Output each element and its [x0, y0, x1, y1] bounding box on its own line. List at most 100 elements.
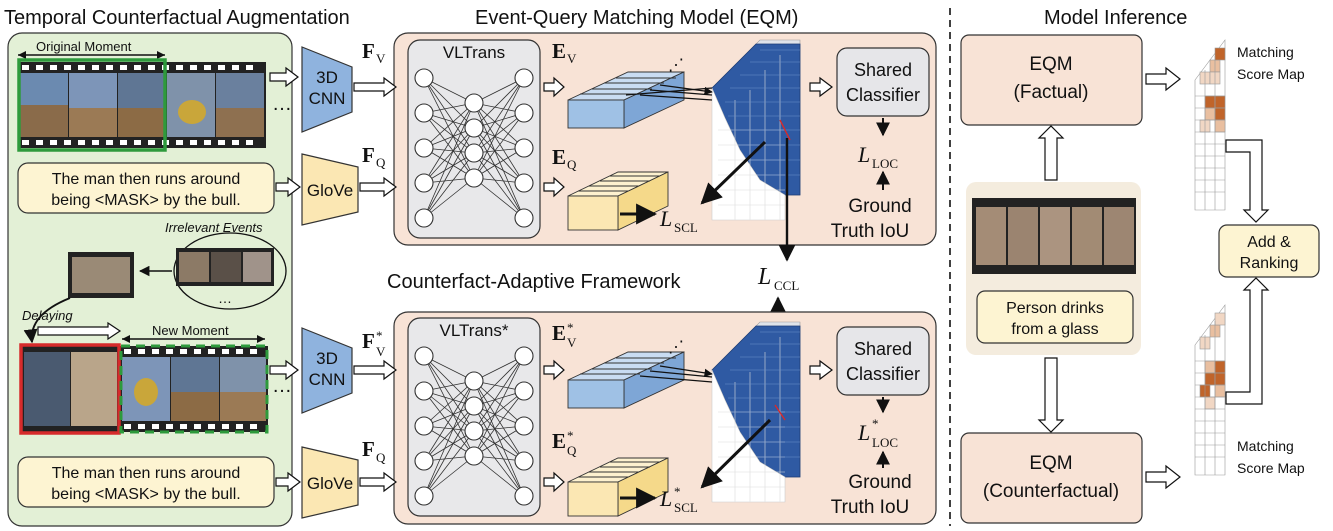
- svg-text:V: V: [567, 51, 577, 66]
- arrow-factual-to-map: [1145, 66, 1181, 92]
- score-map-bottom-line1: Matching: [1237, 438, 1294, 454]
- arrow-input-to-factual: [1037, 125, 1065, 181]
- svg-text:Q: Q: [567, 443, 577, 458]
- delaying-label: Delaying: [22, 308, 73, 323]
- arrow-matrix-to-classifier-top: [809, 76, 833, 98]
- delaying-arrow: [37, 321, 122, 341]
- svg-text:Q: Q: [567, 157, 577, 172]
- matrix-to-scl-arrow-top: [700, 140, 767, 205]
- inference-query-box: [976, 290, 1134, 344]
- classifier-bottom-line2: Classifier: [846, 364, 920, 384]
- loss-scl-bottom: L * SCL: [659, 484, 698, 515]
- arrow-video-to-cnn-bottom: [269, 359, 299, 381]
- query-top-line2: being <MASK> by the bull.: [51, 192, 240, 209]
- svg-text:E: E: [552, 145, 566, 169]
- vltrans-block-bottom: [407, 317, 541, 517]
- svg-text:V: V: [376, 344, 386, 359]
- add-ranking-line2: Ranking: [1240, 255, 1299, 272]
- heading-augmentation: Temporal Counterfactual Augmentation: [4, 7, 350, 29]
- arrow-map-bottom-to-ranking: [1225, 277, 1270, 405]
- classifier-top-line1: Shared: [854, 60, 912, 80]
- svg-text:*: *: [872, 416, 879, 431]
- loss-loc-bottom: L * LOC: [857, 416, 898, 450]
- score-map-top-line2: Score Map: [1237, 66, 1305, 82]
- ground-truth-bottom-line2: Truth IoU: [831, 497, 910, 518]
- svg-text:*: *: [567, 428, 574, 443]
- svg-text:V: V: [376, 51, 386, 66]
- embedding-ev-top-label: E V: [552, 39, 577, 66]
- feature-fv-top-label: F V: [362, 39, 386, 66]
- arrow-input-to-counterfactual: [1037, 357, 1065, 433]
- svg-text:F: F: [362, 437, 375, 461]
- svg-text:F: F: [362, 329, 375, 353]
- irrelevant-events-ellipse: [173, 232, 287, 310]
- svg-text:SCL: SCL: [674, 500, 698, 515]
- cnn-bottom-line1: 3D: [316, 349, 338, 368]
- score-map-top-line1: Matching: [1237, 44, 1294, 60]
- eqm-counterfactual-line1: EQM: [1029, 453, 1072, 474]
- matrix-to-scl-arrow-bottom: [700, 418, 772, 489]
- query-box-top: [17, 162, 275, 214]
- arrow-query-to-glove-bottom: [275, 471, 301, 493]
- score-map-top: [1194, 39, 1226, 211]
- matching-matrix-top: [711, 39, 801, 221]
- svg-text:*: *: [567, 320, 574, 335]
- score-map-bottom-line2: Score Map: [1237, 460, 1305, 476]
- svg-text:F: F: [362, 39, 375, 63]
- eqm-factual-line1: EQM: [1029, 54, 1072, 75]
- arrow-fv-to-vltrans-bottom: [353, 359, 397, 381]
- eq-embedding-stack-bottom: [567, 457, 669, 517]
- ellipsis-top: …: [272, 93, 292, 115]
- inference-film-strip: [972, 198, 1136, 274]
- add-ranking-line1: Add &: [1247, 234, 1291, 251]
- eqm-factual-line2: (Factual): [1014, 82, 1089, 103]
- inference-query-line1: Person drinks: [1006, 300, 1104, 317]
- svg-text:V: V: [567, 335, 577, 350]
- feature-fv-bottom-label: F * V: [362, 328, 386, 359]
- ev-embedding-stack-bottom: [567, 351, 685, 409]
- svg-text:Q: Q: [376, 155, 386, 170]
- svg-text:*: *: [674, 484, 681, 499]
- svg-text:CCL: CCL: [774, 278, 799, 293]
- classifier-bottom-line1: Shared: [854, 339, 912, 359]
- cnn-top-line1: 3D: [316, 68, 338, 87]
- ellipsis-irrelevant: …: [218, 290, 232, 306]
- svg-text:E: E: [552, 429, 566, 453]
- svg-text:F: F: [362, 143, 375, 167]
- vltrans-bottom-label: VLTrans*: [440, 321, 509, 340]
- feature-fq-top-label: F Q: [362, 143, 386, 170]
- ellipsis-bottom: …: [272, 375, 292, 397]
- ground-truth-top-line2: Truth IoU: [831, 221, 910, 242]
- svg-text:LOC: LOC: [872, 156, 898, 171]
- add-ranking-box: [1218, 224, 1320, 278]
- ev-ellipsis-bottom: ⋰: [668, 339, 684, 356]
- svg-text:L: L: [757, 264, 771, 290]
- heading-eqm: Event-Query Matching Model (EQM): [475, 7, 798, 29]
- irrelevant-events-label: Irrelevant Events: [165, 220, 263, 235]
- score-map-bottom: [1194, 304, 1226, 476]
- embedding-eq-top-label: E Q: [552, 145, 577, 172]
- glove-top-label: GloVe: [307, 181, 353, 200]
- svg-text:LOC: LOC: [872, 435, 898, 450]
- arrow-map-top-to-ranking: [1225, 139, 1270, 223]
- query-bottom-line1: The man then runs around: [52, 465, 241, 482]
- arrow-vltrans-to-ev-top: [543, 76, 565, 98]
- glove-encoder-top: [301, 153, 359, 226]
- cnn-encoder-bottom: [301, 327, 353, 414]
- query-bottom-line2: being <MASK> by the bull.: [51, 486, 240, 503]
- inference-query-line2: from a glass: [1011, 321, 1098, 338]
- selected-irrelevant-frame: [68, 252, 134, 298]
- shared-classifier-top: [836, 47, 930, 117]
- arrow-matrix-to-classifier-bottom: [809, 359, 833, 381]
- query-box-bottom: [17, 456, 275, 508]
- ev-to-matrix-lines-bottom: [639, 366, 712, 382]
- ev-to-matrix-lines: [639, 85, 712, 100]
- arrow-fv-to-vltrans-top: [353, 76, 397, 98]
- feature-fq-bottom-label: F Q: [362, 437, 386, 465]
- ground-truth-top-line1: Ground: [848, 196, 911, 217]
- arrow-fq-to-vltrans-bottom: [359, 471, 397, 493]
- cnn-top-line2: CNN: [309, 89, 346, 108]
- loss-loc-top: L LOC: [857, 142, 898, 171]
- svg-text:E: E: [552, 321, 566, 345]
